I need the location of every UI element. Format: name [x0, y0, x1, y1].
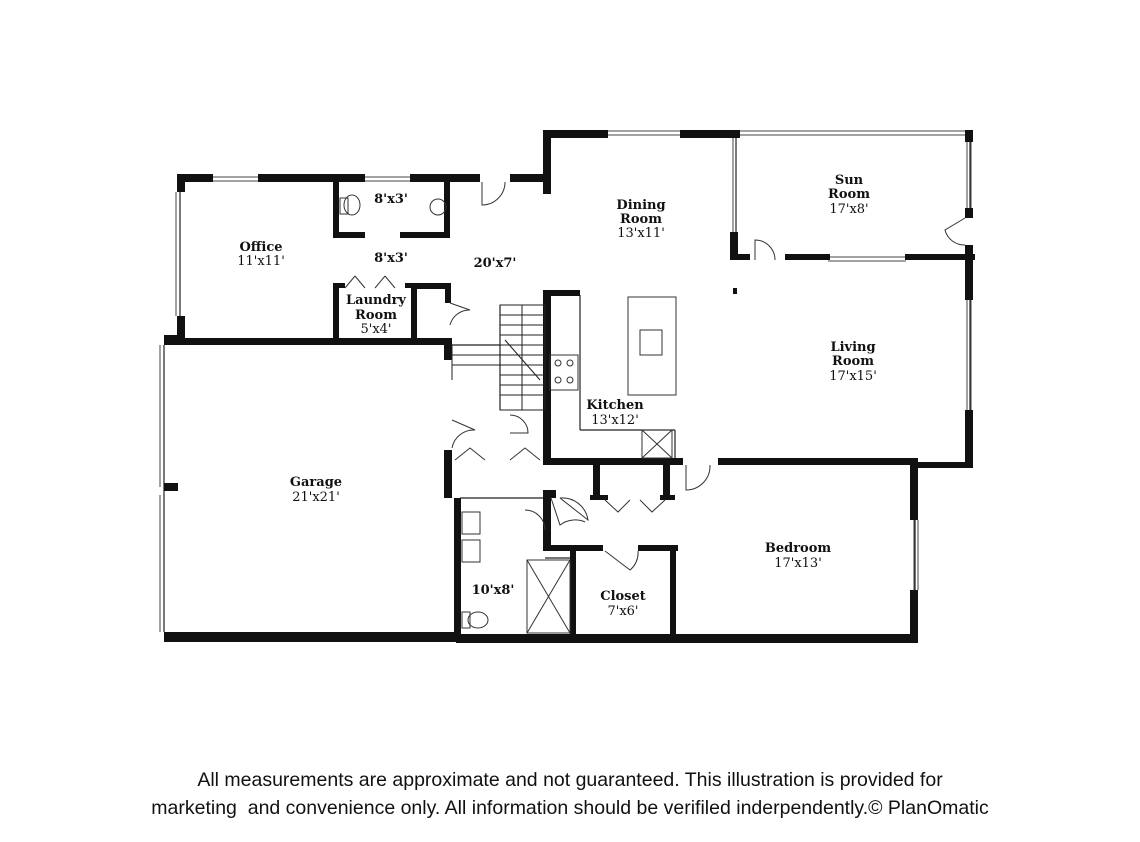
- garage-dims: 21'x21': [292, 490, 340, 505]
- dining-dims: 13'x11': [617, 226, 665, 241]
- living-name-1: Living: [830, 340, 875, 355]
- small-sink: [429, 198, 447, 216]
- kitchen-dims: 13'x12': [591, 413, 639, 428]
- sun-dims: 17'x8': [829, 202, 868, 217]
- bath-dims: 10'x8': [472, 583, 515, 598]
- laundry-dims: 5'x4': [360, 322, 391, 337]
- sun-name-2: Room: [828, 187, 870, 202]
- bath-small-dims: 8'x3': [374, 192, 408, 207]
- office-name: Office: [239, 240, 282, 255]
- floor-plan: Office 11'x11' 8'x3' 8'x3' Laundry Room …: [159, 130, 975, 643]
- living-dims: 17'x15': [829, 369, 877, 384]
- sun-name-1: Sun: [835, 173, 864, 188]
- shower: [526, 559, 571, 634]
- fixtures: [339, 194, 677, 634]
- windows: [159, 130, 972, 632]
- bedroom-name: Bedroom: [765, 541, 832, 556]
- office-dims: 11'x11': [237, 254, 285, 269]
- entry-dims: 20'x7': [474, 256, 517, 271]
- kitchen-name: Kitchen: [586, 398, 644, 413]
- closet-dims: 7'x6': [607, 604, 638, 619]
- stove: [549, 354, 579, 391]
- vanity-sink-1: [461, 511, 481, 535]
- island-sink: [639, 329, 663, 356]
- laundry-name-2: Room: [355, 308, 397, 323]
- dining-name-2: Room: [620, 212, 662, 227]
- toilet: [467, 611, 489, 629]
- living-name-2: Room: [832, 354, 874, 369]
- dining-name-1: Dining: [616, 198, 665, 213]
- closet-name: Closet: [600, 589, 646, 604]
- bedroom-dims: 17'x13': [774, 556, 822, 571]
- copyright: © PlanOmatic: [868, 797, 989, 819]
- thin-walls: [163, 138, 971, 632]
- garage-name: Garage: [290, 475, 342, 490]
- door-swings: [344, 181, 966, 571]
- kitchen-island: [627, 296, 677, 396]
- toilet-small: [343, 194, 361, 216]
- room-labels: Office 11'x11' 8'x3' 8'x3' Laundry Room …: [237, 173, 877, 619]
- fridge: [641, 429, 673, 459]
- hall-small-dims: 8'x3': [374, 251, 408, 266]
- thick-walls: [164, 130, 975, 643]
- staircase: [451, 304, 546, 411]
- disclaimer: All measurements are approximate and not…: [0, 766, 1140, 822]
- laundry-name-1: Laundry: [346, 293, 406, 308]
- vanity-sink-2: [461, 539, 481, 563]
- disclaimer-line-1: All measurements are approximate and not…: [197, 769, 943, 791]
- disclaimer-line-2: marketing and convenience only. All info…: [151, 797, 869, 819]
